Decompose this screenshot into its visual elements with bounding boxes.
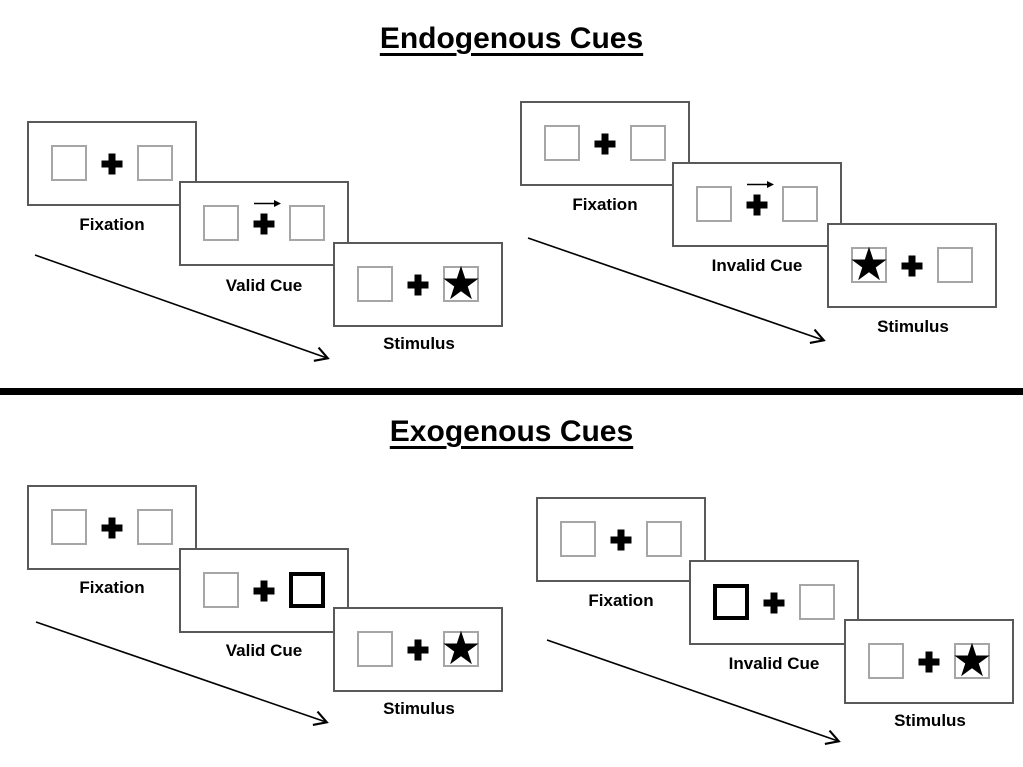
timeline-arrow xyxy=(35,621,329,726)
cue-arrow-right-icon xyxy=(747,181,774,188)
panel-label: Stimulus xyxy=(383,699,455,718)
panel-label: Stimulus xyxy=(383,334,455,353)
stimulus-panel: ★ xyxy=(333,242,503,327)
star-icon: ★ xyxy=(951,634,993,686)
left-box xyxy=(51,145,87,181)
endogenous-section-title: Endogenous Cues xyxy=(379,22,644,55)
cue-panel xyxy=(179,181,349,266)
exogenous-section-title: Exogenous Cues xyxy=(389,415,634,448)
left-box xyxy=(696,186,732,222)
cue-panel xyxy=(689,560,859,645)
panel-label: Valid Cue xyxy=(225,641,303,660)
panel-label: Fixation xyxy=(572,195,638,214)
right-box: ★ xyxy=(440,260,481,306)
cue-panel xyxy=(179,548,349,633)
right-box: ★ xyxy=(951,637,992,683)
fixation-panel xyxy=(520,101,690,186)
section-divider xyxy=(0,388,1023,395)
star-icon: ★ xyxy=(848,238,890,290)
fixation-cross-icon xyxy=(594,133,616,154)
fixation-cross-icon xyxy=(763,592,785,613)
cue-arrow-right-icon xyxy=(254,200,281,207)
left-box xyxy=(203,205,239,241)
left-box xyxy=(51,509,87,545)
panel-label: Invalid Cue xyxy=(711,256,803,275)
timeline-arrow xyxy=(546,639,841,745)
star-icon: ★ xyxy=(440,622,482,674)
fixation-cross-icon xyxy=(253,213,275,234)
right-box xyxy=(937,247,973,283)
left-box xyxy=(203,572,239,608)
right-box xyxy=(799,584,835,620)
left-box xyxy=(560,521,596,557)
stimulus-panel: ★ xyxy=(333,607,503,692)
right-box xyxy=(137,509,173,545)
star-icon: ★ xyxy=(440,257,482,309)
fixation-cross-icon xyxy=(901,255,923,276)
highlighted-cue-box xyxy=(713,584,749,620)
stimulus-panel: ★ xyxy=(844,619,1014,704)
panel-label: Stimulus xyxy=(877,317,949,336)
right-box xyxy=(137,145,173,181)
fixation-cross-icon xyxy=(407,274,429,295)
panel-label: Fixation xyxy=(588,591,654,610)
fixation-cross-icon xyxy=(610,529,632,550)
highlighted-cue-box xyxy=(289,572,325,608)
left-box xyxy=(357,266,393,302)
fixation-panel xyxy=(27,485,197,570)
right-box xyxy=(630,125,666,161)
panel-label: Fixation xyxy=(79,578,145,597)
fixation-panel xyxy=(536,497,706,582)
right-box: ★ xyxy=(440,625,481,671)
panel-label: Valid Cue xyxy=(225,276,303,295)
left-box xyxy=(868,643,904,679)
right-box xyxy=(782,186,818,222)
fixation-cross-icon xyxy=(407,639,429,660)
right-box xyxy=(289,205,325,241)
timeline-arrow xyxy=(527,237,826,344)
fixation-cross-icon xyxy=(253,580,275,601)
left-box xyxy=(357,631,393,667)
fixation-cross-icon xyxy=(101,153,123,174)
fixation-cross-icon xyxy=(918,651,940,672)
timeline-arrow xyxy=(34,254,330,362)
cue-panel xyxy=(672,162,842,247)
fixation-cross-icon xyxy=(101,517,123,538)
fixation-cross-icon xyxy=(746,194,768,215)
left-box xyxy=(544,125,580,161)
fixation-panel xyxy=(27,121,197,206)
panel-label: Invalid Cue xyxy=(728,654,820,673)
stimulus-panel: ★ xyxy=(827,223,997,308)
right-box xyxy=(646,521,682,557)
left-box: ★ xyxy=(848,241,889,287)
panel-label: Fixation xyxy=(79,215,145,234)
panel-label: Stimulus xyxy=(894,711,966,730)
